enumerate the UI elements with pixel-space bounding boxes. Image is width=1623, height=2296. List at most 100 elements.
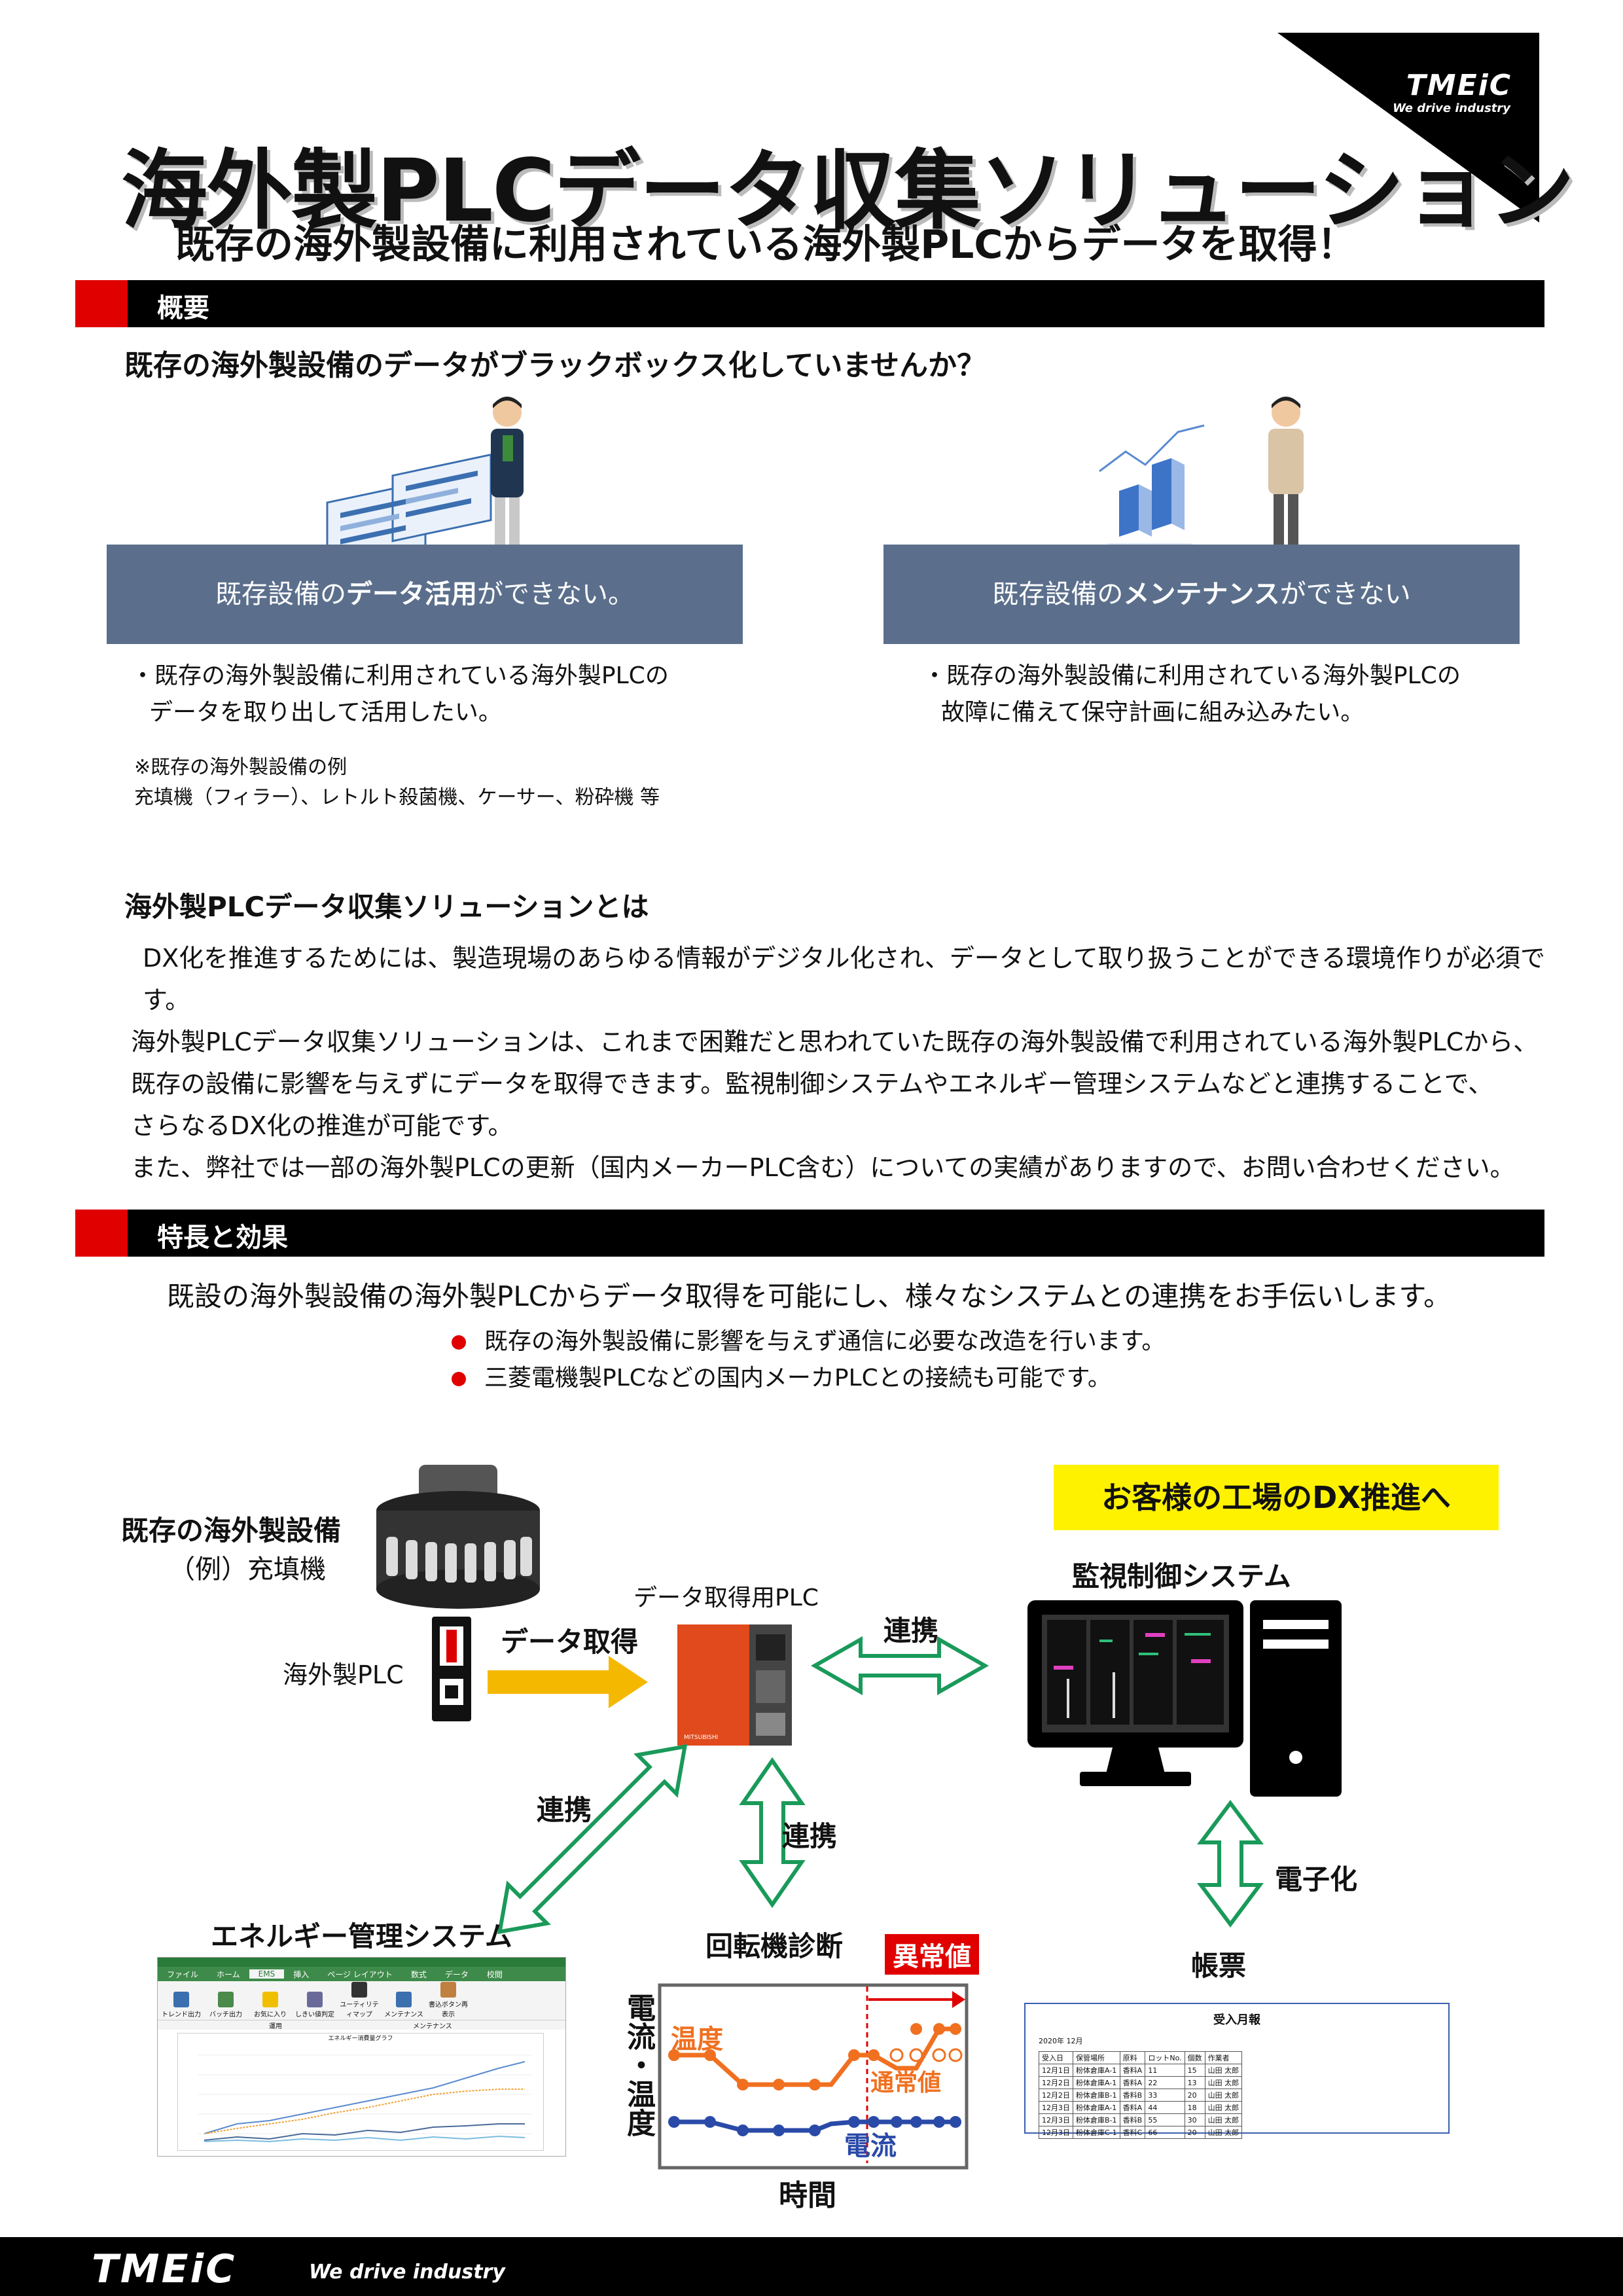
digitize-arrow: [1197, 1800, 1264, 1928]
link-arrow-energy: [497, 1744, 688, 1935]
report-period: 2020年 12月: [1039, 2037, 1083, 2045]
foreign-plc-icon: [432, 1617, 471, 1721]
ribbon-tool-button[interactable]: お気に入り: [251, 1992, 290, 2018]
section-label: 概要: [157, 293, 209, 323]
data-screens-illustration: [326, 453, 492, 563]
report-cell: 香料B: [1119, 2113, 1146, 2126]
solution-heading: 海外製PLCデータ収集ソリューションとは: [124, 891, 649, 923]
energy-label: エネルギー管理システム: [211, 1920, 512, 1952]
report-cell: 44: [1145, 2101, 1185, 2114]
feature-bullet: 既存の海外製設備に影響を与えず通信に必要な改造を行います。: [452, 1323, 1165, 1360]
report-cell: 18: [1184, 2101, 1205, 2114]
problem-box-data-use: 既存設備のデータ活用ができない。: [107, 545, 743, 644]
link-label-monitor: 連携: [883, 1615, 939, 1647]
normal-label: 通常値: [870, 2070, 942, 2096]
report-cell: 20: [1184, 2126, 1205, 2139]
report-label: 帳票: [1191, 1950, 1247, 1982]
overview-question: 既存の海外製設備のデータがブラックボックス化していませんか？: [124, 349, 986, 382]
ribbon-tool-button[interactable]: 書込ボタン再表示: [429, 1982, 468, 2018]
report-cell: 粉体倉庫A-1: [1073, 2064, 1120, 2077]
monitor-pc-icon: [1027, 1600, 1342, 1797]
ribbon-tab[interactable]: 数式: [410, 1969, 427, 1979]
ribbon-tab[interactable]: 挿入: [293, 1969, 310, 1979]
logo-corner: [1277, 33, 1539, 223]
ribbon-tool-button[interactable]: バッチ出力: [206, 1992, 245, 2018]
report-cell: 12月2日: [1039, 2089, 1073, 2102]
right-note: ・既存の海外製設備に利用されている海外製PLCの 故障に備えて保守計画に組み込み…: [923, 662, 1461, 726]
report-cell: 粉体倉庫B-1: [1073, 2113, 1120, 2126]
tool-icon: [440, 1982, 456, 1998]
ribbon-tab[interactable]: EMS: [249, 1969, 285, 1979]
ribbon-tools: トレンド出力バッチ出力お気に入りしきい値判定ユーティリティマップメンテナンス書込…: [158, 1981, 565, 2020]
data-acquire-label: データ取得: [501, 1626, 639, 1658]
logo-tagline: We drive industry: [1393, 101, 1510, 115]
tool-icon: [351, 1982, 367, 1998]
tmeic-logo: TMEiC: [1406, 69, 1512, 102]
ribbon-tab[interactable]: データ: [444, 1969, 469, 1979]
report-cell: 山田 太郎: [1204, 2089, 1243, 2102]
report-cell: 粉体倉庫B-1: [1073, 2089, 1120, 2102]
ribbon-tab[interactable]: ホーム: [217, 1969, 240, 1979]
tool-icon: [307, 1992, 323, 2007]
ribbon-tab[interactable]: ファイル: [167, 1969, 199, 1979]
report-cell: 山田 太郎: [1204, 2126, 1243, 2139]
acq-plc-label: データ取得用PLC: [633, 1585, 819, 1611]
section-bar-overview: 概要: [75, 280, 1544, 327]
link-label-rotating: 連携: [782, 1820, 838, 1852]
ribbon-tab[interactable]: ページ レイアウト: [327, 1969, 393, 1979]
footer-bar: TMEiC We drive industry: [0, 2237, 1623, 2296]
report-cell: 33: [1145, 2089, 1185, 2102]
data-acquire-arrow: [488, 1656, 648, 1708]
feature-bullet: 三菱電機製PLCなどの国内メーカPLCとの接続も可能です。: [452, 1360, 1165, 1397]
solution-body: DX化を推進するためには、製造現場のあらゆる情報がデジタル化され、データとして取…: [131, 944, 1546, 1182]
report-cell: 66: [1145, 2126, 1185, 2139]
report-cell: 15: [1184, 2064, 1205, 2077]
equipment-example: （例）充填機: [169, 1554, 326, 1585]
report-cell: 香料A: [1119, 2101, 1146, 2114]
report-cell: 山田 太郎: [1204, 2064, 1243, 2077]
ribbon-tab[interactable]: 校閲: [486, 1969, 503, 1979]
report-cell: 香料A: [1119, 2064, 1146, 2077]
digitize-label: 電子化: [1275, 1863, 1358, 1895]
tool-icon: [173, 1992, 189, 2007]
report-header-row: 受入日保管場所原料ロットNo.個数作業者: [1039, 2051, 1243, 2064]
report-cell: 粉体倉庫A-1: [1073, 2076, 1120, 2089]
report-cell: 12月1日: [1039, 2064, 1073, 2077]
link-label-energy: 連携: [537, 1794, 592, 1826]
report-header-cell: 個数: [1184, 2051, 1205, 2064]
ribbon-tool-button[interactable]: メンテナンス: [384, 1992, 423, 2018]
report-title: 受入月報: [1213, 2013, 1260, 2027]
report-cell: 12月2日: [1039, 2076, 1073, 2089]
page-title: 海外製PLCデータ収集ソリューション: [121, 141, 1575, 242]
ribbon-tabs: ファイル ホーム EMS 挿入 ページ レイアウト 数式 データ 校閲: [158, 1967, 565, 1981]
current-label: 電流: [844, 2131, 897, 2161]
report-header-cell: ロットNo.: [1145, 2051, 1185, 2064]
features-lead: 既設の海外製設備の海外製PLCからデータ取得を可能にし、様々なシステムとの連携を…: [167, 1280, 1452, 1312]
report-header-cell: 作業者: [1204, 2051, 1243, 2064]
equipment-title: 既存の海外製設備: [121, 1515, 342, 1547]
report-cell: 12月3日: [1039, 2101, 1073, 2114]
report-header-cell: 受入日: [1039, 2051, 1073, 2064]
ribbon-tool-button[interactable]: ユーティリティマップ: [340, 1982, 379, 2018]
report-cell: 11: [1145, 2064, 1185, 2077]
footer-tagline: We drive industry: [309, 2261, 505, 2284]
energy-app-window: ファイル ホーム EMS 挿入 ページ レイアウト 数式 データ 校閲 トレンド出力バッチ出力…: [157, 1957, 566, 2157]
ribbon-tool-button[interactable]: トレンド出力: [162, 1992, 201, 2018]
y-axis-label: 電流・温度: [622, 1993, 655, 2137]
energy-chart: エネルギー消費量グラフ: [177, 2033, 544, 2151]
ribbon-groups: 運用メンテナンス: [158, 2020, 565, 2030]
ribbon-tool-button[interactable]: しきい値判定: [295, 1992, 334, 2018]
report-cell: 粉体倉庫A-1: [1073, 2101, 1120, 2114]
report-cell: 30: [1184, 2113, 1205, 2126]
foreign-plc-label: 海外製PLC: [283, 1660, 404, 1689]
bar-chart-illustration: [1099, 424, 1205, 550]
report-cell: 粉体倉庫C-1: [1073, 2126, 1120, 2139]
report-cell: 12月3日: [1039, 2126, 1073, 2139]
report-cell: 香料B: [1119, 2089, 1146, 2102]
tool-icon: [396, 1992, 412, 2007]
filler-machine-icon: [376, 1465, 540, 1609]
